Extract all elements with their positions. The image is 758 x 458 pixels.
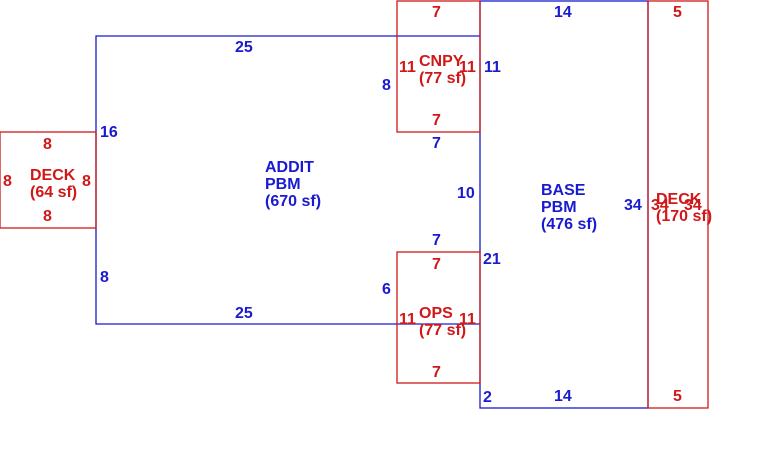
deck-right-outline [647,0,709,409]
canopy-outline [396,0,481,133]
canopy-dim-bottom: 7 [432,112,441,129]
ops-dim-top: 7 [432,256,441,273]
ops-area[interactable]: OPS (77 sf) 7 7 11 11 [396,251,481,384]
canopy-dim-left: 11 [399,59,416,76]
deck-left-name: DECK [30,167,76,184]
addit-dim-left-lower: 8 [100,269,109,286]
deck-left-dim-top: 8 [43,136,52,153]
ops-dim-left: 11 [399,311,416,328]
base-dim-left-c: 10 [457,185,475,202]
canopy-dim-right: 11 [459,59,476,76]
deck-right-dim-left: 34 [651,197,669,214]
canopy-area[interactable]: CNPY (77 sf) 7 7 11 11 [396,0,481,133]
base-dim-left-f: 2 [483,389,492,406]
deck-left-size: (64 sf) [30,184,77,201]
addit-dim-top: 25 [235,39,253,56]
addit-dim-left-upper: 16 [100,124,118,141]
deck-right-name: DECK [656,191,702,208]
ops-outline [396,251,481,384]
addit-dim-right-lower: 6 [382,281,391,298]
deck-right-area[interactable]: DECK (170 sf) 5 5 34 34 [647,0,712,409]
ops-dim-bottom: 7 [432,364,441,381]
base-size: (476 sf) [541,216,597,233]
deck-right-dim-top: 5 [673,4,682,21]
base-dim-right: 34 [624,197,642,214]
canopy-size: (77 sf) [419,70,466,87]
addit-name-line2: PBM [265,176,301,193]
deck-left-area[interactable]: DECK (64 sf) 8 8 8 8 [0,131,97,229]
base-name-line2: PBM [541,199,577,216]
base-dim-left-d: 7 [432,232,441,249]
ops-dim-right: 11 [459,311,476,328]
base-dim-left-b: 7 [432,135,441,152]
ops-name: OPS [419,305,453,322]
deck-right-dim-right: 34 [684,197,702,214]
base-dim-bottom: 14 [554,388,572,405]
base-dim-top: 14 [554,4,572,21]
deck-left-dim-bottom: 8 [43,208,52,225]
addit-dim-right-upper: 8 [382,77,391,94]
base-name-line1: BASE [541,182,586,199]
base-dim-left-a: 11 [484,59,501,76]
deck-left-outline [0,131,97,229]
deck-left-dim-right: 8 [82,173,91,190]
ops-size: (77 sf) [419,322,466,339]
base-dim-left-e: 21 [483,251,501,268]
deck-left-dim-left: 8 [3,173,12,190]
deck-right-dim-bottom: 5 [673,388,682,405]
deck-right-size: (170 sf) [656,208,712,225]
addit-size: (670 sf) [265,193,321,210]
canopy-dim-top: 7 [432,4,441,21]
addit-dim-bottom: 25 [235,305,253,322]
addit-name-line1: ADDIT [265,159,314,176]
canopy-name: CNPY [419,53,464,70]
